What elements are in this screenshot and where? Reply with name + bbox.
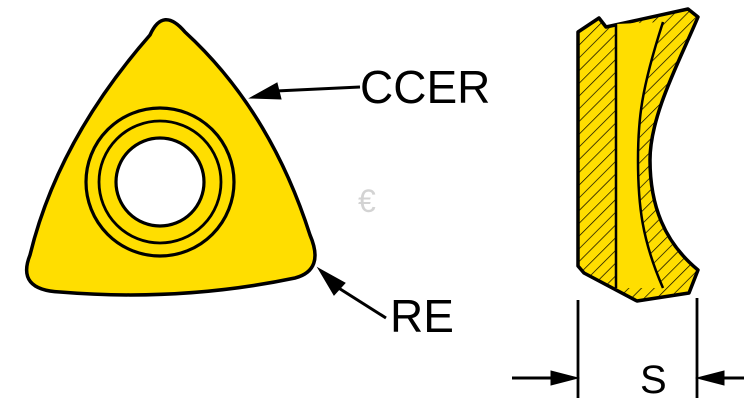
ccer-arrowhead-icon <box>248 82 282 100</box>
hole-middle-ring <box>97 119 223 245</box>
re-callout: RE <box>316 266 454 342</box>
top-view <box>24 18 317 297</box>
s-arrowhead-right-icon <box>695 370 725 386</box>
through-hole <box>114 136 206 228</box>
side-view <box>576 7 700 303</box>
hole-outer-ring <box>84 106 236 258</box>
hole-section <box>616 22 663 288</box>
watermark-symbol: € <box>358 183 376 219</box>
hole-section-right-edge <box>636 21 665 289</box>
ccer-label: CCER <box>360 61 490 113</box>
s-arrowhead-left-icon <box>550 370 580 386</box>
re-leader-line <box>336 285 387 320</box>
s-dimension: S <box>512 298 744 402</box>
s-label: S <box>640 358 667 402</box>
re-arrowhead-icon <box>316 266 346 296</box>
ccer-leader-line <box>275 85 361 93</box>
ccer-callout: CCER <box>248 61 490 113</box>
re-label: RE <box>390 290 454 342</box>
